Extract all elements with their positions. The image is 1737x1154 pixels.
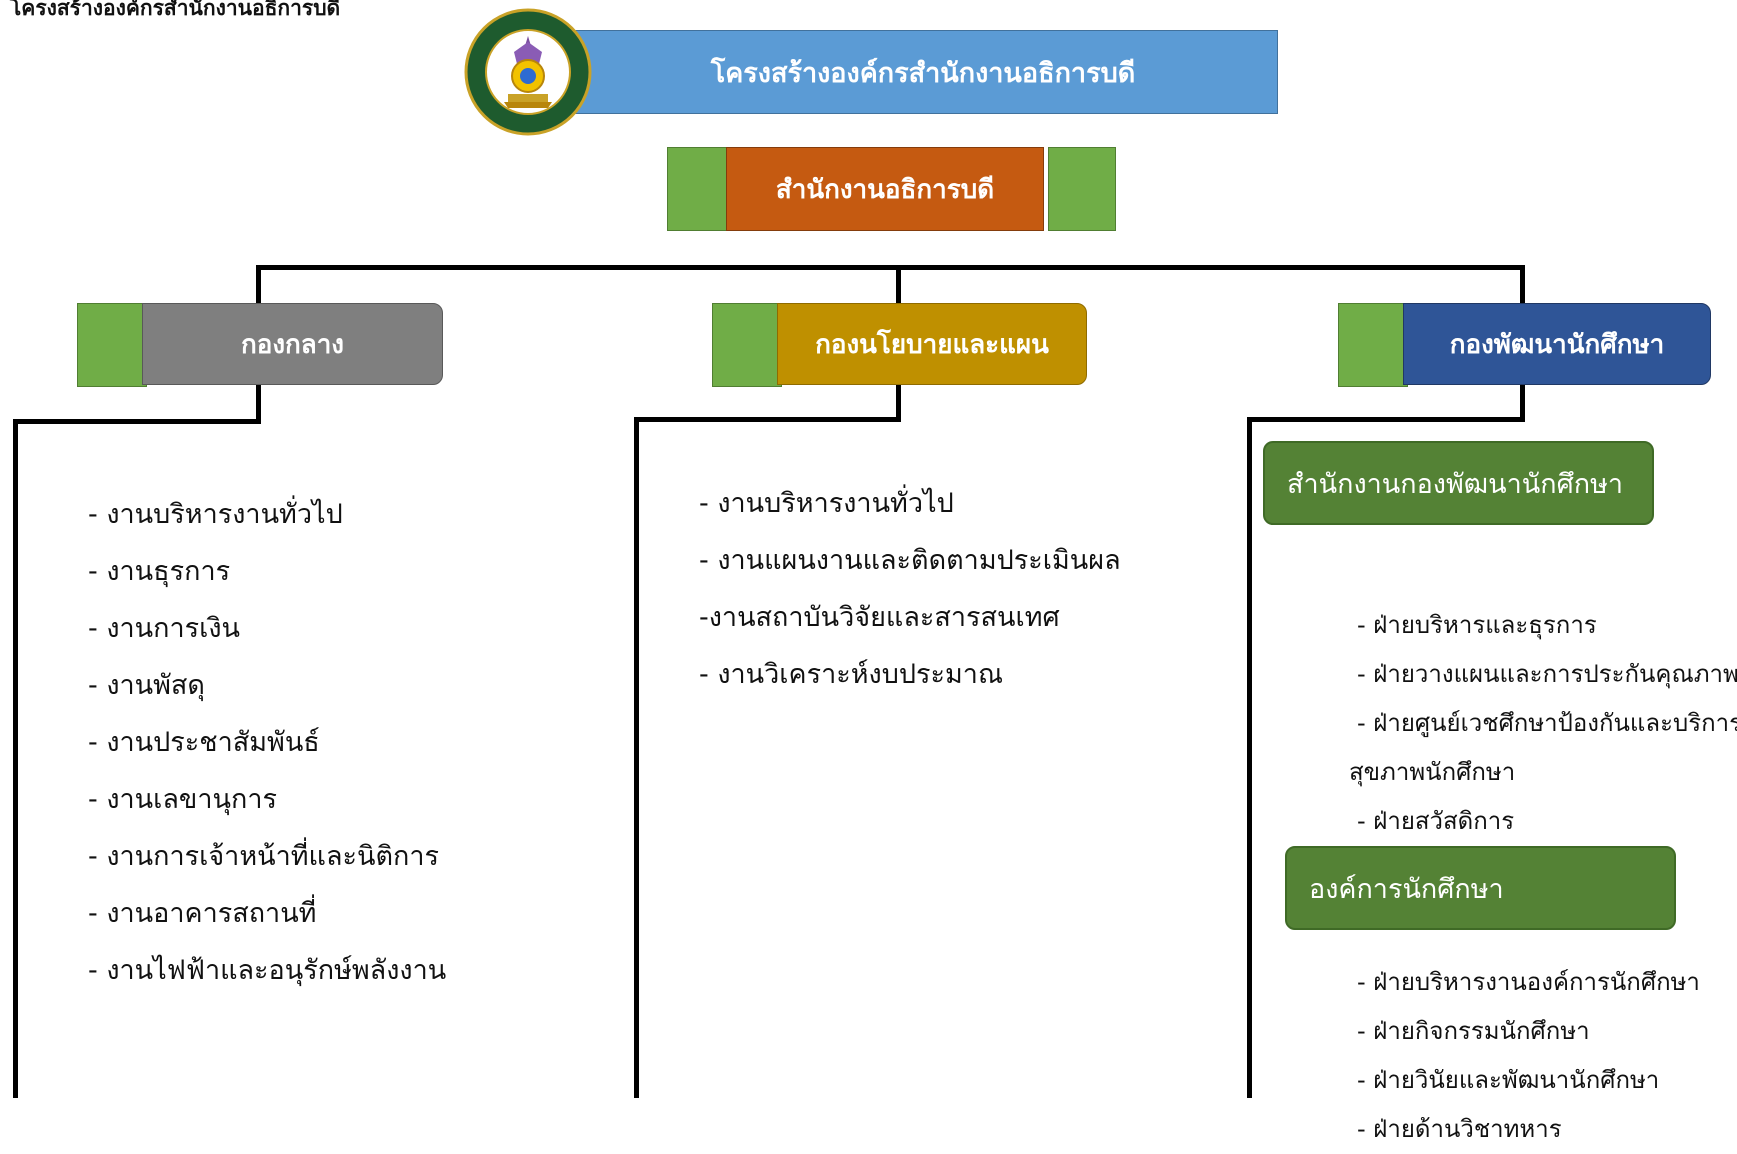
list-item: - งานการเจ้าหน้าที่และนิติการ: [88, 841, 440, 872]
list-item: - ฝ่ายสวัสดิการ: [1357, 807, 1515, 835]
connector-left-down: [256, 383, 261, 423]
list-item: - ฝ่ายด้านวิชาทหาร: [1357, 1115, 1562, 1143]
connector-center-down: [896, 383, 901, 421]
division-label-policy: กองนโยบายและแผน: [815, 329, 1049, 360]
office-tab-left: [667, 147, 735, 231]
division-items-policy: - งานบริหารงานทั่วไป - งานแผนงานและติดตา…: [699, 475, 1121, 703]
list-item: - งานบริหารงานทั่วไป: [88, 499, 343, 530]
list-item: - งานประชาสัมพันธ์: [88, 727, 320, 758]
university-seal-icon: [464, 8, 592, 136]
connector-right-vertical: [1247, 417, 1252, 1098]
list-item: - งานอาคารสถานที่: [88, 898, 317, 929]
division-tab-student-dev: [1338, 303, 1408, 387]
division-items-central: - งานบริหารงานทั่วไป - งานธุรการ - งานกา…: [88, 486, 446, 999]
list-item: - งานธุรการ: [88, 556, 231, 587]
list-item: - งานเลขานุการ: [88, 784, 277, 815]
office-label: สำนักงานอธิการบดี: [775, 174, 995, 205]
connector-right-horizontal: [1247, 417, 1525, 422]
list-item: - งานพัสดุ: [88, 670, 205, 701]
connector-drop-center: [896, 265, 901, 305]
connector-left-vertical: [13, 419, 18, 1098]
unit-label: สำนักงานกองพัฒนานักศึกษา: [1287, 468, 1624, 500]
unit-label: องค์การนักศึกษา: [1309, 873, 1504, 905]
division-node-policy: กองนโยบายและแผน: [777, 303, 1087, 385]
unit-items-student-organization: - ฝ่ายบริหารงานองค์การนักศึกษา - ฝ่ายกิจ…: [1357, 958, 1700, 1154]
unit-box-student-organization: องค์การนักศึกษา: [1285, 846, 1676, 930]
office-tab-right: [1048, 147, 1116, 231]
connector-left-horizontal: [13, 419, 261, 424]
list-item: - ฝ่ายศูนย์เวชศึกษาป้องกันและบริการ: [1357, 709, 1737, 737]
banner-title: โครงสร้างองค์กรสำนักงานอธิการบดี: [710, 57, 1136, 89]
list-item: - งานการเงิน: [88, 613, 241, 644]
list-item: - งานไฟฟ้าและอนุรักษ์พลังงาน: [88, 955, 447, 986]
page-title: โครงสร้างองค์กรสำนักงานอธิการบดี: [10, 0, 341, 20]
list-item: - ฝ่ายบริหารและธุรการ: [1357, 611, 1597, 639]
connector-center-horizontal: [634, 417, 901, 422]
org-chart-banner: โครงสร้างองค์กรสำนักงานอธิการบดี: [568, 30, 1278, 114]
division-label-central: กองกลาง: [240, 329, 345, 360]
division-label-student-dev: กองพัฒนานักศึกษา: [1449, 329, 1665, 360]
office-node: สำนักงานอธิการบดี: [726, 147, 1044, 231]
connector-center-vertical: [634, 417, 639, 1098]
unit-items-student-dev-office: - ฝ่ายบริหารและธุรการ - ฝ่ายวางแผนและการ…: [1349, 601, 1737, 846]
list-item: - งานแผนงานและติดตามประเมินผล: [699, 545, 1121, 576]
division-tab-central: [77, 303, 147, 387]
division-node-central: กองกลาง: [142, 303, 443, 385]
connector-horizontal-top: [256, 265, 1525, 270]
list-item: สุขภาพนักศึกษา: [1349, 758, 1516, 786]
list-item: - งานวิเคราะห์งบประมาณ: [699, 659, 1004, 690]
unit-box-student-dev-office: สำนักงานกองพัฒนานักศึกษา: [1263, 441, 1654, 525]
list-item: - ฝ่ายบริหารงานองค์การนักศึกษา: [1357, 968, 1700, 996]
list-item: - ฝ่ายวางแผนและการประกันคุณภาพ: [1357, 660, 1737, 688]
connector-drop-left: [256, 265, 261, 305]
division-tab-policy: [712, 303, 782, 387]
list-item: - ฝ่ายกิจกรรมนักศึกษา: [1357, 1017, 1590, 1045]
connector-drop-right: [1520, 265, 1525, 305]
list-item: -งานสถาบันวิจัยและสารสนเทศ: [699, 602, 1060, 633]
connector-right-down: [1520, 383, 1525, 421]
division-node-student-dev: กองพัฒนานักศึกษา: [1403, 303, 1711, 385]
list-item: - ฝ่ายวินัยและพัฒนานักศึกษา: [1357, 1066, 1660, 1094]
list-item: - งานบริหารงานทั่วไป: [699, 488, 954, 519]
